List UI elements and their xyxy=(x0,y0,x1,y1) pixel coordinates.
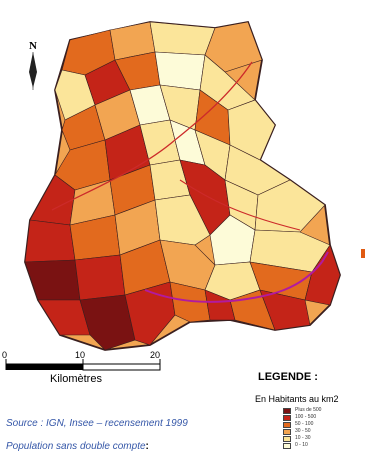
scale-tick-10: 10 xyxy=(75,350,86,360)
north-label: N xyxy=(29,40,37,52)
legend-swatch xyxy=(283,407,291,414)
legend-item: 0 - 10 xyxy=(283,442,321,449)
legend-swatch xyxy=(283,414,291,421)
region-se1 xyxy=(304,244,341,306)
legend-label: Plus de 500 xyxy=(295,407,322,413)
legend-title: LEGENDE : xyxy=(258,371,318,383)
region-b7 xyxy=(259,289,311,331)
legend-unit: En Habitants au km2 xyxy=(255,394,339,404)
region-n3 xyxy=(149,21,216,56)
legend-swatch xyxy=(283,435,291,442)
legend-item: 50 - 100 xyxy=(283,421,321,428)
region-n4 xyxy=(204,21,263,73)
source-text: Source : IGN, Insee – recensement 1999 xyxy=(6,418,188,429)
scale-tick-0: 0 xyxy=(2,350,8,360)
legend-list: Plus de 500 100 - 500 50 - 100 30 - 50 1… xyxy=(283,407,321,449)
legend-label: 50 - 100 xyxy=(295,421,314,427)
region-c6 xyxy=(227,99,276,161)
legend-swatch xyxy=(283,421,291,428)
river-line xyxy=(51,61,253,211)
region-sw2 xyxy=(74,254,126,301)
population-colon: : xyxy=(145,441,149,452)
legend-item: Plus de 500 xyxy=(283,407,321,414)
region-b4 xyxy=(169,281,211,323)
region-s4 xyxy=(154,194,211,246)
region-sw1 xyxy=(24,259,81,301)
legend-swatch xyxy=(283,428,291,435)
region-b2 xyxy=(79,294,136,351)
region-s1 xyxy=(24,219,76,263)
scale-bar xyxy=(5,359,161,371)
scale-unit-label: Kilomètres xyxy=(50,373,102,385)
legend-label: 30 - 50 xyxy=(295,428,311,434)
population-note: Population sans double compte: xyxy=(6,441,149,452)
river-line-2 xyxy=(179,179,301,231)
region-n8 xyxy=(154,51,206,91)
region-l7 xyxy=(254,179,326,233)
road-line xyxy=(144,261,323,303)
road-line-2 xyxy=(321,251,329,263)
marker-icon xyxy=(361,249,365,258)
legend-item: 100 - 500 xyxy=(283,414,321,421)
legend-label: 100 - 500 xyxy=(295,414,317,420)
legend-swatch xyxy=(283,442,291,449)
legend-label: 0 - 10 xyxy=(295,442,308,448)
population-text: Population sans double compte xyxy=(6,441,146,452)
legend-item: 30 - 50 xyxy=(283,428,321,435)
legend-label: 10 - 30 xyxy=(295,435,311,441)
region-b3 xyxy=(124,281,176,346)
scale-tick-20: 20 xyxy=(150,350,161,360)
legend-item: 10 - 30 xyxy=(283,435,321,442)
